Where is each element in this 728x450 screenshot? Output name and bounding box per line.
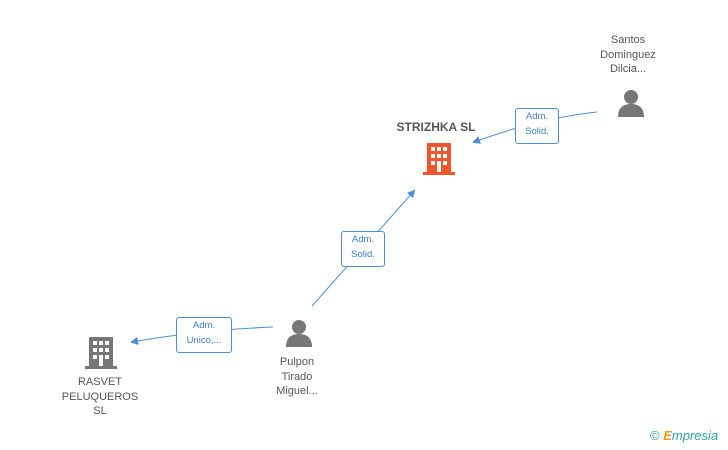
brand-logo-initial: E [663,428,672,443]
edge-label-line: Adm. [192,320,216,331]
node-pulpon-line-2: Tirado [281,370,313,383]
node-rasvet-line-3: SL [93,405,107,417]
edge-label-line: Unico,... [186,335,222,346]
building-icon[interactable] [85,335,117,371]
edge-label-santos-strizhka[interactable]: Adm. Solid. [515,108,559,144]
node-rasvet-label[interactable]: RASVET PELUQUEROS SL [48,375,152,419]
node-rasvet-line-1: RASVET [77,376,122,388]
node-santos-line-2: Dominguez [600,48,656,61]
edge-label-line: Adm. [525,111,549,122]
edge-label-pulpon-rasvet[interactable]: Adm. Unico,... [176,317,232,353]
edge-label-line: Solid. [351,249,375,260]
edge-label-pulpon-strizhka[interactable]: Adm. Solid. [341,231,385,267]
person-icon[interactable] [284,318,314,348]
node-santos-line-3: Dilcia... [609,63,647,75]
node-santos-line-1: Santos [610,34,646,46]
node-pulpon-line-1: Pulpon [279,356,315,368]
node-strizhka-label[interactable]: STRIZHKA SL [396,120,476,134]
node-pulpon-label[interactable]: Pulpon Tirado Miguel... [257,355,337,399]
node-pulpon-line-3: Miguel... [276,385,318,397]
edge-label-line: Adm. [351,234,375,245]
node-rasvet-line-2: PELUQUEROS [61,390,139,403]
person-icon[interactable] [616,88,646,118]
copyright-symbol: © [650,428,660,443]
edge-label-line: Solid. [525,126,549,137]
brand-footer[interactable]: © Empresia [650,428,718,443]
node-santos-label[interactable]: Santos Dominguez Dilcia... [588,33,668,77]
building-icon[interactable] [423,141,455,177]
brand-logo-text: mpresia [671,428,719,443]
